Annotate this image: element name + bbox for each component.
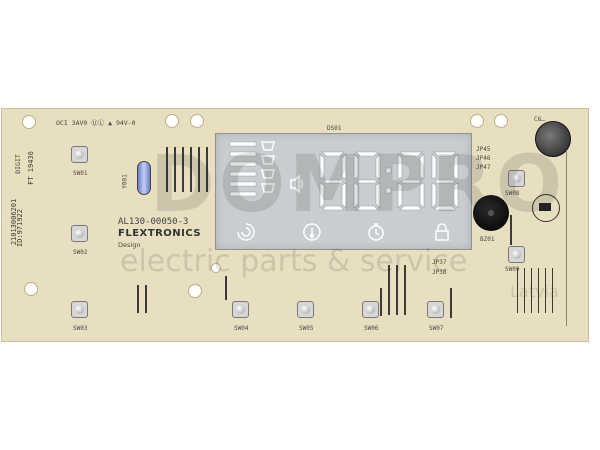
switch-label: SW05	[299, 325, 314, 332]
serial-label-line: ID:971922	[15, 209, 24, 247]
buzzer-reference: BZ01	[480, 236, 495, 243]
crystal-oscillator	[137, 161, 151, 195]
mounting-hole	[22, 115, 36, 129]
serial-label-line: DIGIT	[13, 154, 22, 174]
lcd-display	[215, 133, 472, 250]
capacitor-footprint	[532, 194, 560, 222]
lcd-graphics	[229, 141, 257, 197]
tactile-switch[interactable]	[508, 246, 525, 263]
mounting-hole	[211, 263, 221, 273]
mounting-hole	[470, 114, 484, 128]
jumper-label: JP37	[432, 259, 447, 266]
jumper-label: JP47	[476, 164, 491, 171]
part-number: AL130-00050-3	[118, 217, 189, 227]
mounting-hole	[190, 114, 204, 128]
switch-label: SW06	[364, 325, 379, 332]
switch-label: SW04	[234, 325, 249, 332]
tactile-switch[interactable]	[508, 170, 525, 187]
ul-marking: OCI 3AV0 ⓊⓁ ▲ 94V-0	[56, 119, 136, 127]
serial-label-line: FT 19436	[26, 151, 35, 185]
jumper-label: JP46	[476, 155, 491, 162]
tactile-switch[interactable]	[362, 301, 379, 318]
seven-segment-digits	[319, 151, 459, 211]
brand-subtitle: Design	[118, 241, 141, 249]
tactile-switch[interactable]	[71, 146, 88, 163]
switch-label: SW09	[505, 266, 520, 273]
switch-label: SW03	[73, 325, 88, 332]
mounting-hole	[188, 284, 202, 298]
switch-label: SW01	[73, 170, 88, 177]
electrolytic-capacitor	[535, 121, 571, 157]
mounting-hole	[494, 114, 508, 128]
watermark-country: Latvia	[510, 282, 559, 301]
lcd-reference: DS01	[327, 125, 342, 132]
capacitor-reference: C6…	[534, 116, 545, 123]
jumper-label: JP45	[476, 146, 491, 153]
tactile-switch[interactable]	[427, 301, 444, 318]
piezo-buzzer	[473, 195, 509, 231]
mounting-hole	[24, 282, 38, 296]
edge-connector	[566, 150, 591, 326]
tactile-switch[interactable]	[297, 301, 314, 318]
watermark-tagline: electric parts & service	[120, 244, 468, 279]
tactile-switch[interactable]	[71, 301, 88, 318]
tactile-switch[interactable]	[71, 225, 88, 242]
switch-label: SW02	[73, 249, 88, 256]
switch-label: SW07	[429, 325, 444, 332]
watermark-logo: DOMPRO	[150, 140, 567, 230]
manufacturer-brand: FLEXTRONICS	[118, 228, 202, 239]
tactile-switch[interactable]	[232, 301, 249, 318]
crystal-reference: Y001	[121, 174, 129, 189]
wash-tub-icon	[260, 138, 276, 200]
jumper-label: JP38	[432, 269, 447, 276]
switch-label: SW08	[505, 190, 520, 197]
mounting-hole	[165, 114, 179, 128]
